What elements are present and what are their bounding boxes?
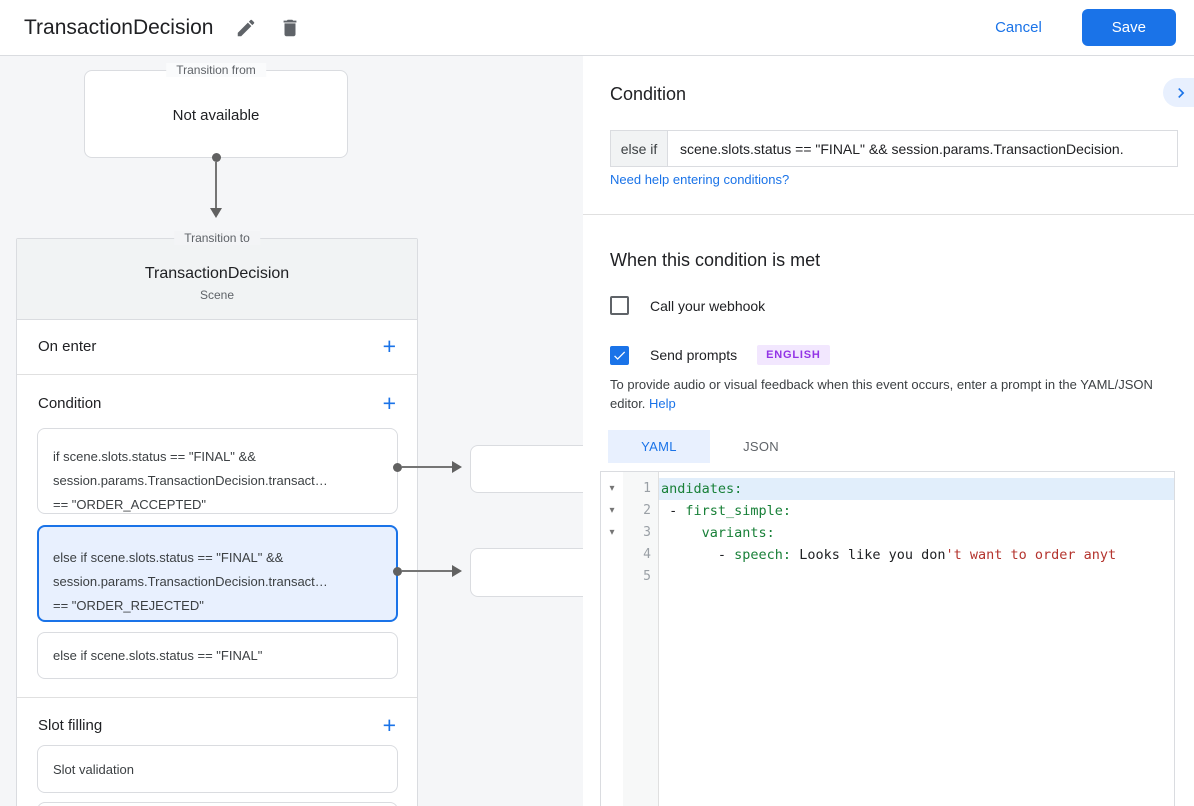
condition-section-row: Condition + [16, 382, 418, 424]
send-prompts-checkbox[interactable] [610, 345, 629, 365]
code-line[interactable]: - speech: Looks like you don't want to o… [661, 547, 1117, 563]
fold-arrow-icon[interactable]: ▾ [609, 527, 615, 538]
scene-card: Transition to TransactionDecision Scene [16, 231, 418, 806]
condition-input-row: else if [610, 130, 1178, 167]
cancel-button[interactable]: Cancel [995, 19, 1042, 36]
line-number: 2 [643, 503, 651, 518]
line-number: 5 [643, 569, 651, 584]
tab-yaml[interactable]: YAML [608, 430, 710, 463]
condition-card-final[interactable]: else if scene.slots.status == "FINAL" [37, 632, 398, 679]
delete-icon[interactable] [279, 17, 301, 39]
app-bar: TransactionDecision Cancel Save [0, 0, 1194, 56]
condition-card-accepted[interactable]: if scene.slots.status == "FINAL" && sess… [37, 428, 398, 514]
editor-tabs: YAML JSON [608, 430, 812, 463]
scene-type-label: Scene [199, 288, 235, 302]
fold-arrow-icon [601, 566, 623, 588]
tab-json[interactable]: JSON [743, 439, 779, 454]
connector-dot [393, 463, 402, 472]
connector-line [402, 466, 452, 468]
line-number: 4 [643, 547, 651, 562]
send-prompts-row: Send prompts ENGLISH [610, 345, 830, 365]
divider [17, 697, 417, 698]
transition-to-legend: Transition to [174, 231, 260, 245]
editor-hint-text: To provide audio or visual feedback when… [610, 377, 1153, 411]
divider [17, 374, 417, 375]
fold-arrow-icon[interactable]: ▾ [609, 505, 615, 516]
line-number-gutter: 1 2 3 4 5 [623, 472, 659, 806]
condition-input[interactable] [668, 130, 1178, 167]
language-badge: ENGLISH [757, 345, 830, 365]
on-enter-row: On enter + [16, 319, 418, 374]
slot-validation-card[interactable]: Slot validation [37, 745, 398, 793]
condition-prefix: else if [610, 130, 668, 167]
arrow-down-icon [210, 208, 222, 218]
collapse-panel-button[interactable] [1163, 78, 1194, 107]
arrow-right-icon [452, 565, 462, 577]
connector-line [402, 570, 452, 572]
fold-arrow-icon[interactable]: ▾ [609, 483, 615, 494]
save-button[interactable]: Save [1081, 9, 1176, 46]
slot-filling-row: Slot filling + [16, 702, 418, 748]
code-line[interactable] [659, 566, 1174, 588]
add-condition-button[interactable]: + [382, 389, 396, 416]
transition-from-legend: Transition from [166, 63, 266, 77]
editor-hint: To provide audio or visual feedback when… [610, 375, 1160, 413]
flow-canvas: Transition from Not available Transition… [0, 56, 583, 806]
transition-from-node: Transition from Not available [84, 63, 348, 158]
line-number: 3 [643, 525, 651, 540]
scene-name: TransactionDecision [144, 265, 290, 282]
check-icon [614, 350, 626, 360]
connector-dot [212, 153, 221, 162]
transition-from-status: Not available [172, 107, 260, 124]
condition-section-label: Condition [38, 394, 102, 412]
line-number: 1 [643, 481, 651, 496]
condition-help-link[interactable]: Need help entering conditions? [610, 172, 790, 187]
condition-detail-panel: Condition else if Need help entering con… [583, 56, 1194, 806]
connector-line [215, 162, 217, 208]
divider [583, 214, 1194, 215]
add-slot-button[interactable]: + [382, 711, 396, 738]
when-met-heading: When this condition is met [610, 250, 821, 270]
code-editor: ▾ ▾ ▾ 1 2 3 4 5 andidates: - first_simple: var… [600, 471, 1175, 806]
webhook-label: Call your webhook [650, 297, 766, 314]
condition-card-rejected[interactable]: else if scene.slots.status == "FINAL" &&… [37, 525, 398, 622]
transition-target-box[interactable] [470, 445, 583, 493]
add-on-enter-button[interactable]: + [382, 333, 396, 359]
arrow-right-icon [452, 461, 462, 473]
editor-help-link[interactable]: Help [649, 396, 676, 411]
send-prompts-label: Send prompts [650, 347, 738, 363]
webhook-checkbox[interactable] [610, 296, 629, 315]
fold-gutter: ▾ ▾ ▾ [601, 472, 623, 806]
scene-card-header: Transition to TransactionDecision Scene [17, 231, 417, 320]
panel-heading: Condition [610, 84, 687, 104]
chevron-right-icon [1178, 87, 1185, 98]
code-area[interactable]: andidates: - first_simple: variants: - s… [659, 472, 1174, 806]
code-line[interactable]: andidates: [659, 478, 1174, 500]
code-line[interactable]: - first_simple: [661, 503, 792, 519]
page-title: TransactionDecision [24, 15, 214, 39]
edit-icon[interactable] [235, 17, 257, 39]
partial-card[interactable] [37, 802, 398, 806]
code-line[interactable]: variants: [701, 525, 775, 541]
on-enter-label: On enter [38, 338, 97, 355]
connector-dot [393, 567, 402, 576]
slot-filling-label: Slot filling [38, 716, 103, 734]
transition-target-box[interactable] [470, 548, 583, 597]
fold-arrow-icon [601, 544, 623, 566]
webhook-row: Call your webhook [610, 296, 765, 315]
